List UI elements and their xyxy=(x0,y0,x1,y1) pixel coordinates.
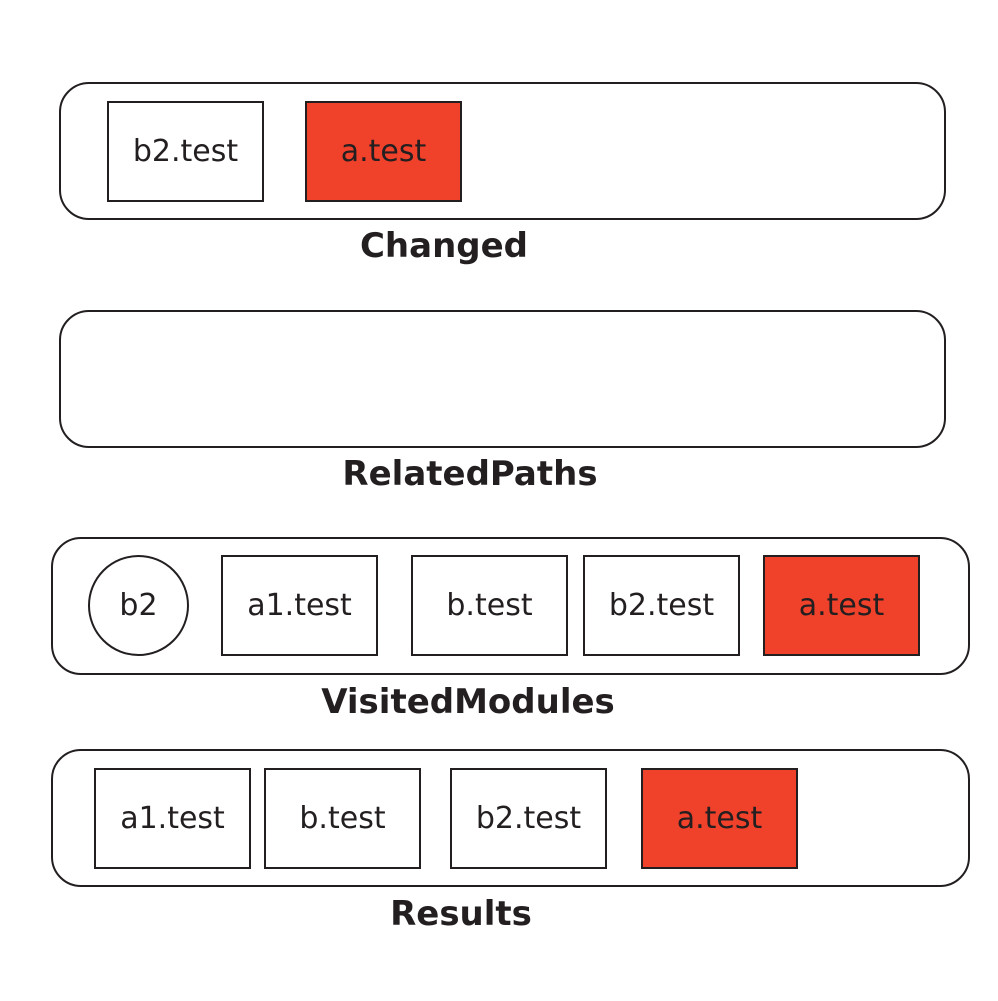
visited-modules-item-a1-test: a1.test xyxy=(221,555,378,656)
changed-item-b2-test: b2.test xyxy=(107,101,264,202)
visited-modules-item-b-test: b.test xyxy=(411,555,568,656)
visited-modules-item-b2-test: b2.test xyxy=(583,555,740,656)
results-label: Results xyxy=(390,894,532,934)
changed-item-a-test: a.test xyxy=(305,101,462,202)
results-item-a1-test: a1.test xyxy=(94,768,251,869)
visited-modules-module-b2: b2 xyxy=(88,555,189,656)
related-paths-label: RelatedPaths xyxy=(342,454,598,494)
related-paths-container xyxy=(59,310,946,448)
results-item-b2-test: b2.test xyxy=(450,768,607,869)
results-item-a-test: a.test xyxy=(641,768,798,869)
visited-modules-label: VisitedModules xyxy=(321,682,615,722)
visited-modules-item-a-test: a.test xyxy=(763,555,920,656)
changed-label: Changed xyxy=(359,226,529,266)
results-item-b-test: b.test xyxy=(264,768,421,869)
